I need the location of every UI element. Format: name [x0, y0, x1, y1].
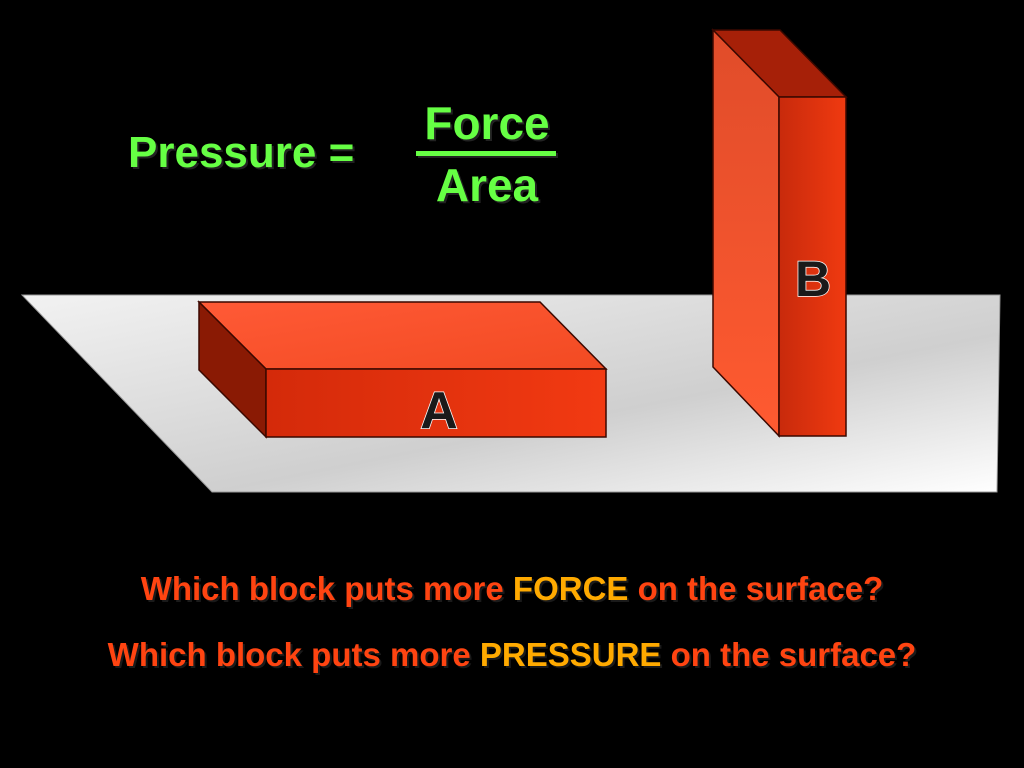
question-highlight: PRESSURE — [479, 636, 662, 673]
block-a — [197, 300, 608, 439]
block-b-front-face — [778, 96, 847, 437]
block-a-top-face — [197, 301, 608, 370]
question-pressure: Which block puts more PRESSURE on the su… — [0, 636, 1024, 674]
block-b-side-face — [712, 28, 780, 438]
formula-lhs: Pressure = — [128, 128, 355, 177]
question-force: Which block puts more FORCE on the surfa… — [0, 570, 1024, 608]
question-text: Which block puts more — [140, 570, 513, 607]
formula-denominator: Area — [435, 159, 539, 211]
question-text: Which block puts more — [107, 636, 480, 673]
block-a-label: A — [420, 382, 458, 440]
formula-numerator: Force — [424, 97, 550, 149]
fraction-bar — [416, 151, 556, 156]
question-highlight: FORCE — [512, 570, 629, 607]
block-b-label: B — [795, 251, 831, 307]
block-a-front-face — [265, 368, 607, 438]
question-text: on the surface? — [628, 570, 884, 607]
question-text: on the surface? — [661, 636, 917, 673]
block-b — [711, 28, 848, 438]
